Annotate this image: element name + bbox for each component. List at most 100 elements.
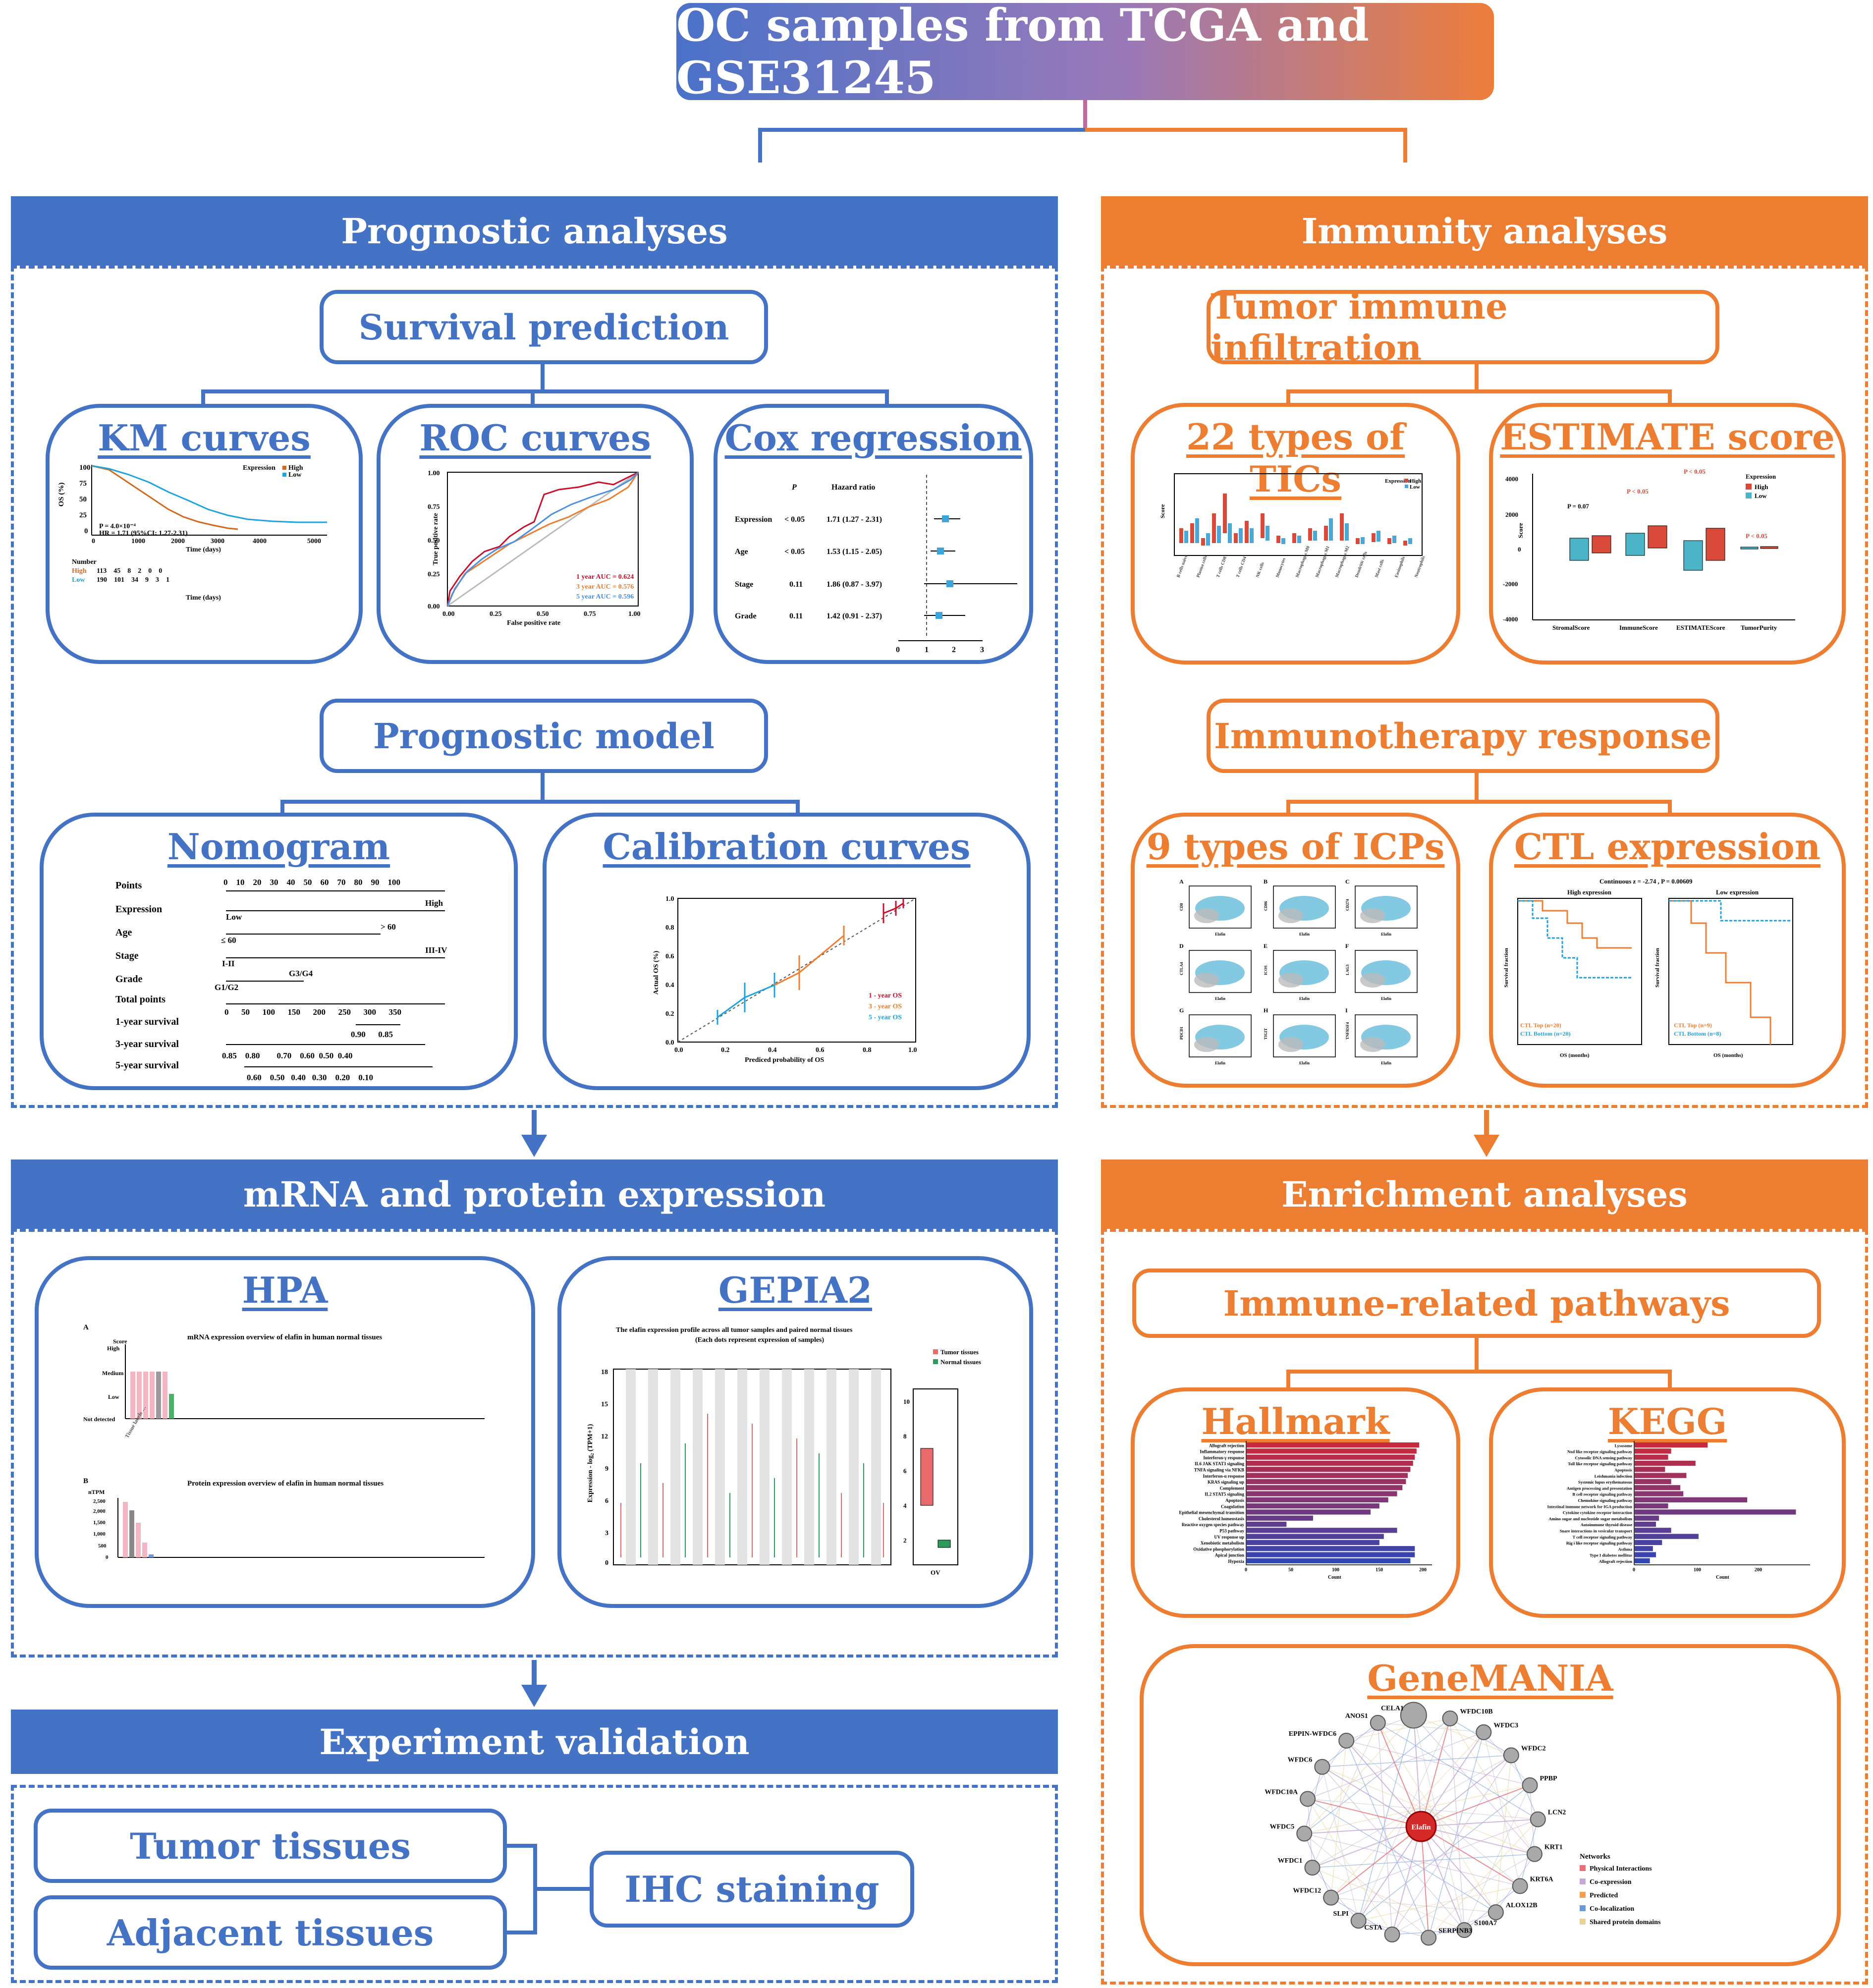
prognostic-band: Prognostic analyses — [11, 196, 1058, 266]
gepia-legend-tumor: Tumor tissues — [940, 1348, 979, 1356]
roc-auc-5: 5 year AUC = 0.596 — [576, 593, 634, 601]
cal-legend-3: 3 - year OS — [869, 1003, 902, 1010]
gm-edge — [1449, 1718, 1535, 1855]
km-row-high: 113 45 8 2 0 0 — [97, 567, 162, 575]
ctl-xlabel-right: OS (months) — [1713, 1052, 1743, 1058]
hallmark-title: Hallmark — [1201, 1400, 1390, 1442]
hallmark-term: IL2 STAT5 signaling — [1205, 1492, 1244, 1497]
roc-xtick: 0.00 — [442, 610, 455, 618]
hallmark-term: Reactive oxygen species pathway — [1182, 1522, 1245, 1527]
nomo-expr-high: High — [425, 898, 443, 908]
icp-xlabel: Elafin — [1299, 932, 1310, 937]
icp-xlabel: Elafin — [1381, 1061, 1391, 1065]
gm-node-label: WFDC3 — [1493, 1722, 1518, 1729]
nomo-row-label: Age — [115, 927, 132, 938]
nomo-surv3: 0.85 0.80 0.70 0.60 0.50 0.40 — [222, 1051, 353, 1060]
estimate-card: ESTIMATE score Score 4000 2000 0 -2000 -… — [1489, 403, 1846, 664]
hallmark-term: IL6 JAK STAT3 signaling — [1195, 1461, 1244, 1466]
cal-ylabel: Actual OS (%) — [653, 950, 660, 994]
svg-text:Monocytes: Monocytes — [1274, 557, 1286, 578]
hpa-card: HPA A mRNA expression overview of elafin… — [35, 1256, 535, 1608]
icp-gene: TIGIT — [1264, 1028, 1268, 1040]
kegg-term: Antigen processing and presentation — [1567, 1486, 1632, 1491]
genemania-center-node — [1405, 1811, 1437, 1842]
gepia-ytick: 0 — [605, 1559, 608, 1567]
gm-edge — [1377, 1722, 1484, 1733]
gm-edge — [1358, 1718, 1451, 1921]
icp-panel-label: G — [1179, 1007, 1184, 1014]
hpa-title: HPA — [242, 1269, 328, 1311]
svg-text:Macrophages M1: Macrophages M1 — [1314, 545, 1330, 578]
gm-node-label: KRT6A — [1530, 1876, 1554, 1883]
gepia2-title: GEPIA2 — [718, 1269, 873, 1311]
hpa-a-title: mRNA expression overview of elafin in hu… — [187, 1333, 382, 1341]
ihc-staining-label: IHC staining — [624, 1868, 880, 1910]
kegg-term: Cytokine cytokine receptor interaction — [1563, 1510, 1632, 1515]
gm-node — [1526, 1846, 1542, 1862]
gm-edge — [1330, 1732, 1484, 1898]
gm-node-label: SERPINB3 — [1438, 1928, 1472, 1935]
gepia-dot-strips — [620, 1414, 884, 1557]
gm-node-label: ANOS1 — [1345, 1712, 1368, 1720]
gm-edge — [1346, 1740, 1521, 1886]
icp-xlabel: Elafin — [1215, 932, 1225, 937]
nomo-expr-low: Low — [226, 912, 242, 922]
gm-legend-label: Predicted — [1590, 1892, 1618, 1899]
hallmark-term: Allograft rejection — [1209, 1443, 1244, 1448]
kegg-term: Type I diabetes mellitus — [1590, 1553, 1633, 1558]
gepia-right-ytick: 10 — [903, 1398, 910, 1405]
nomo-surv1: 0.90 0.85 — [351, 1030, 393, 1039]
roc-ylabel: True positive rate — [432, 513, 440, 565]
roc-auc-1: 1 year AUC = 0.624 — [576, 573, 634, 581]
gm-edge — [1358, 1826, 1422, 1921]
gm-edge — [1322, 1767, 1359, 1921]
gepia2-card: GEPIA2 The elafin expression profile acr… — [557, 1256, 1033, 1608]
cox-row-hr: 1.42 (0.91 - 2.37) — [826, 612, 882, 620]
icp-gene: LAG3 — [1345, 965, 1350, 975]
km-ytick: 75 — [79, 480, 87, 488]
ctl-right-top-curve — [1669, 900, 1771, 1045]
immunotherapy-response-header: Immunotherapy response — [1207, 699, 1719, 773]
mrna-band: mRNA and protein expression — [11, 1160, 1058, 1229]
kegg-bar — [1635, 1521, 1656, 1527]
icp-panel-label: C — [1345, 878, 1350, 885]
icp-gene: CTLA4 — [1179, 962, 1184, 975]
kegg-term: B cell receptor signaling pathway — [1572, 1492, 1632, 1497]
kegg-term: Systemic lupus erythematosus — [1578, 1480, 1633, 1485]
prognostic-band-label: Prognostic analyses — [341, 210, 728, 252]
nomogram-card: Nomogram Points Expression Age Stage Gra… — [40, 813, 518, 1090]
cox-title: Cox regression — [724, 417, 1022, 459]
tics-boxes — [1179, 494, 1412, 546]
gm-edge — [1421, 1718, 1451, 1827]
km-row-low-label: Low — [72, 576, 85, 584]
gm-node-label: WFDC1 — [1278, 1857, 1303, 1865]
cox-xtick: 2 — [952, 646, 956, 654]
cox-row-p: 0.11 — [789, 612, 803, 620]
roc-xlabel: False positive rate — [507, 619, 560, 627]
icp-xlabel: Elafin — [1381, 932, 1391, 937]
km-number-label: Number — [72, 558, 97, 566]
svg-text:T cells CD8: T cells CD8 — [1215, 555, 1227, 578]
gm-legend-swatch — [1580, 1919, 1586, 1925]
gm-edge — [1312, 1722, 1378, 1868]
enrichment-band-label: Enrichment analyses — [1281, 1173, 1688, 1215]
tumor-tissues-box: Tumor tissues — [34, 1809, 507, 1883]
kegg-xtick: 200 — [1755, 1567, 1762, 1573]
hallmark-bar — [1247, 1454, 1415, 1460]
icp-panel-label: H — [1264, 1007, 1268, 1014]
hallmark-bar — [1247, 1509, 1371, 1515]
immunity-band-label: Immunity analyses — [1301, 210, 1668, 252]
gm-edge — [1421, 1826, 1521, 1887]
icp-gene: CD8 — [1179, 903, 1184, 911]
gm-node — [1530, 1811, 1546, 1827]
roc-1yr-curve — [446, 471, 639, 607]
gm-edge — [1304, 1833, 1429, 1938]
kegg-term: Leishmania infection — [1595, 1474, 1633, 1479]
km-hr: HR = 1.71 (95%CI: 1.27-2.31) — [99, 530, 188, 537]
hpa-score: Score — [113, 1338, 127, 1345]
icp-xlabel: Elafin — [1299, 996, 1310, 1001]
gepia-right-x: OV — [931, 1569, 940, 1576]
